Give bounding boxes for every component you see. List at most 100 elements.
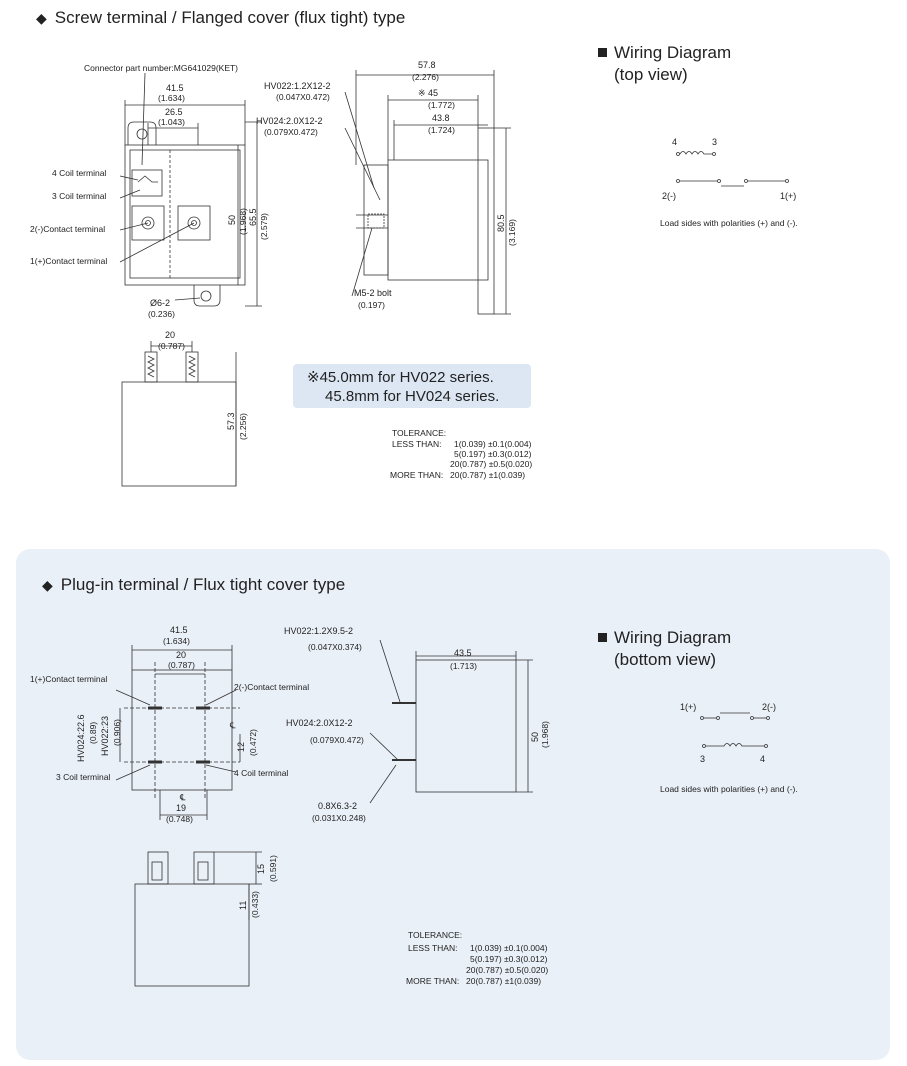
label-2-contact: 2(-)Contact terminal [30, 224, 105, 234]
centerline-mark: ℄ [229, 720, 236, 730]
dim-text: 43.8 [432, 113, 450, 123]
section-heading-text: Screw terminal / Flanged cover (flux tig… [54, 8, 406, 27]
wiring-title: Wiring Diagram [614, 43, 732, 62]
tolerance-row: 1(0.039) ±0.1(0.004) [454, 439, 532, 449]
dim-text: (0.079X0.472) [310, 735, 364, 745]
dim-text: (0.031X0.248) [312, 813, 366, 823]
dim-text: 20 [176, 650, 186, 660]
label-3-coil: 3 Coil terminal [52, 191, 106, 201]
terminal-label: 2(-) [662, 191, 676, 201]
dim-text: (0.787) [168, 660, 195, 670]
square-bullet-icon [598, 633, 607, 642]
terminal-label: 4 [672, 137, 677, 147]
bolt-spec: M5-2 bolt [354, 288, 392, 298]
dim-text: HV024:22.6 [76, 714, 86, 762]
screw-terminal-drawing: Connector part number:MG641029(KET) 41.5… [30, 60, 517, 487]
terminal-label: 3 [700, 754, 705, 764]
dim-text: 50 [227, 215, 237, 225]
dim-text: (0.079X0.472) [264, 127, 318, 137]
dim-text: 57.8 [418, 60, 436, 70]
wiring-subtitle: (bottom view) [614, 650, 717, 669]
tolerance-row: 20(0.787) ±1(0.039) [450, 470, 526, 480]
tolerance-label: LESS THAN: [408, 943, 458, 953]
dim-text: 15 [256, 864, 266, 874]
dim-text: 41.5 [166, 83, 184, 93]
dim-text: (0.787) [158, 341, 185, 351]
tolerance-title: TOLERANCE: [408, 930, 463, 940]
dim-text: (0.906) [112, 719, 122, 746]
connector-note: Connector part number:MG641029(KET) [84, 63, 238, 73]
dim-text: (1.724) [428, 125, 455, 135]
dim-text: 11 [238, 901, 248, 910]
series-note-line1: ※45.0mm for HV022 series. [307, 369, 494, 386]
wiring-diagram-top-title: Wiring Diagram (top view) [598, 42, 731, 86]
tolerance-row: 5(0.197) ±0.3(0.012) [454, 449, 532, 459]
label-1-contact: 1(+)Contact terminal [30, 674, 107, 684]
dim-text: 65.5 [248, 208, 258, 226]
tolerance-row: 20(0.787) ±0.5(0.020) [466, 965, 549, 975]
dim-text: ※ 45 [418, 88, 438, 98]
dim-text: (1.634) [158, 93, 185, 103]
wiring-diagram-top: 4 3 2(-) 1(+) Load sides with polarities… [660, 137, 798, 228]
diamond-bullet-icon: ◆ [36, 10, 47, 26]
tolerance-row: 1(0.039) ±0.1(0.004) [470, 943, 548, 953]
dim-text: Ø6-2 [150, 298, 170, 308]
dim-text: (0.047X0.472) [276, 92, 330, 102]
tolerance-label: MORE THAN: [406, 976, 460, 986]
hv024-terminal-spec: HV024:2.0X12-2 [256, 116, 323, 126]
label-1-contact: 1(+)Contact terminal [30, 256, 107, 266]
terminal-label: 3 [712, 137, 717, 147]
wiring-title: Wiring Diagram [614, 628, 732, 647]
section-heading-screw: ◆ Screw terminal / Flanged cover (flux ti… [36, 8, 405, 28]
coil-icon [679, 151, 712, 155]
tolerance-row: 5(0.197) ±0.3(0.012) [470, 954, 548, 964]
label-4-coil: 4 Coil terminal [52, 168, 106, 178]
hv024-terminal-spec: HV024:2.0X12-2 [286, 718, 353, 728]
dim-text: 12 [236, 742, 246, 752]
dim-text: (0.748) [166, 814, 193, 824]
dim-text: (2.276) [412, 72, 439, 82]
dim-text: (0.197) [358, 300, 385, 310]
dim-text: (0.236) [148, 309, 175, 319]
dim-text: (0.472) [248, 729, 258, 756]
dim-text: (1.968) [540, 721, 550, 748]
dim-text: (0.047X0.374) [308, 642, 362, 652]
wiring-diagram-bottom-title: Wiring Diagram (bottom view) [598, 627, 731, 671]
tolerance-table-top: TOLERANCE: LESS THAN: 1(0.039) ±0.1(0.00… [388, 428, 548, 484]
dim-text: (1.043) [158, 117, 185, 127]
tab-spec: 0.8X6.3-2 [318, 801, 357, 811]
dim-text: 41.5 [170, 625, 188, 635]
dim-text: (2.256) [238, 413, 248, 440]
centerline-mark: ℄ [179, 792, 186, 802]
dim-text: 80.5 [496, 214, 506, 232]
dim-text: (1.772) [428, 100, 455, 110]
wiring-diagram-bottom: 1(+) 2(-) 3 4 Load sides with polarities… [660, 702, 798, 794]
series-note-box: ※45.0mm for HV022 series. 45.8mm for HV0… [293, 364, 531, 408]
dim-text: (0.591) [268, 855, 278, 882]
dim-text: (1.634) [163, 636, 190, 646]
dim-text: 50 [530, 732, 540, 742]
dim-text: 20 [165, 330, 175, 340]
diamond-bullet-icon: ◆ [42, 577, 53, 593]
terminal-label: 2(-) [762, 702, 776, 712]
coil-icon [706, 743, 764, 747]
terminal-label: 1(+) [780, 191, 796, 201]
section-heading-text: Plug-in terminal / Flux tight cover type [60, 575, 346, 594]
series-note-line2: 45.8mm for HV024 series. [325, 388, 500, 405]
dim-text: 26.5 [165, 107, 183, 117]
section-heading-plugin: ◆ Plug-in terminal / Flux tight cover typ… [42, 575, 345, 595]
tolerance-label: MORE THAN: [390, 470, 444, 480]
label-2-contact: 2(-)Contact terminal [234, 682, 309, 692]
hv022-terminal-spec: HV022:1.2X9.5-2 [284, 626, 353, 636]
label-4-coil: 4 Coil terminal [234, 768, 288, 778]
dim-text: (1.713) [450, 661, 477, 671]
front-view-outline [131, 669, 233, 791]
wiring-caption: Load sides with polarities (+) and (-). [660, 218, 798, 228]
terminal-label: 1(+) [680, 702, 696, 712]
dim-text: 19 [176, 803, 186, 813]
dim-text: (0.433) [250, 891, 260, 918]
front-view-outline [124, 144, 246, 286]
dim-text: 43.5 [454, 648, 472, 658]
plug-in-terminal-drawing: 41.5 (1.634) 20 (0.787) 1(+)Contact term… [30, 625, 550, 987]
square-bullet-icon [598, 48, 607, 57]
